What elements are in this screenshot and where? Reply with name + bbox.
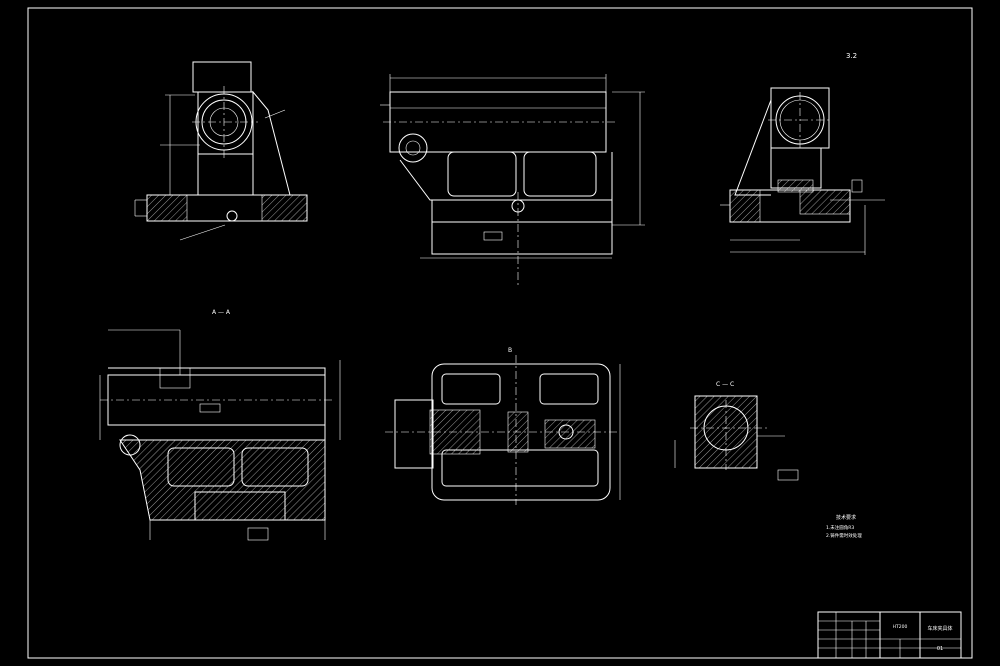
section-c-c-view: C — C xyxy=(674,381,799,481)
tech-requirement-item-1: 1.未注圆角R3 xyxy=(826,524,854,531)
top-view xyxy=(380,74,645,285)
technical-requirements: 技术要求 1.未注圆角R3 2.铸件需时效处理 xyxy=(826,514,862,539)
view-b: B xyxy=(385,347,621,505)
material-text: HT200 xyxy=(893,624,908,630)
roughness-symbol: 3.2 xyxy=(846,52,857,60)
tech-requirements-title: 技术要求 xyxy=(836,514,856,521)
section-label-a: A — A xyxy=(212,309,231,316)
section-label-c: C — C xyxy=(716,381,734,388)
view-label-b: B xyxy=(508,347,512,354)
front-view xyxy=(134,61,308,241)
title-block: HT200 车床夹具体 01 xyxy=(817,611,962,659)
tech-requirement-item-2: 2.铸件需时效处理 xyxy=(826,532,862,539)
side-view: 3.2 xyxy=(720,52,885,255)
part-name-text: 车床夹具体 xyxy=(927,625,952,632)
drawing-number-text: 01 xyxy=(937,646,943,652)
section-a-a-view: A — A xyxy=(99,309,341,541)
drawing-border xyxy=(27,7,973,659)
